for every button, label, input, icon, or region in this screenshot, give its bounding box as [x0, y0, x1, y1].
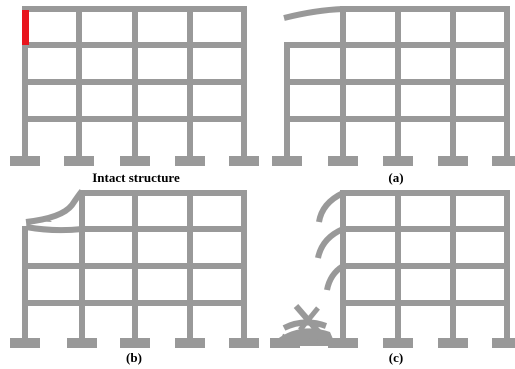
hanging-beam-3	[324, 263, 345, 291]
panel-intact	[10, 6, 259, 166]
panel-b	[10, 189, 259, 348]
caption-intact: Intact structure	[92, 170, 180, 185]
footings	[270, 338, 515, 348]
panel-c	[270, 190, 515, 348]
collapsed-beam-mid	[25, 224, 83, 234]
caption-b: (b)	[126, 350, 142, 365]
hanging-beam-2	[315, 226, 345, 259]
footings	[272, 156, 515, 166]
sagging-beam	[283, 6, 344, 21]
beams	[340, 190, 510, 306]
footings	[10, 338, 259, 348]
collapsed-beam-top	[25, 189, 85, 225]
beams	[284, 6, 510, 122]
beams	[22, 190, 247, 306]
beams	[22, 6, 247, 122]
footings	[10, 156, 259, 166]
removed-column-highlight	[22, 10, 29, 45]
caption-c: (c)	[389, 350, 403, 365]
panel-a	[272, 6, 515, 166]
hanging-beam-1	[316, 190, 345, 223]
caption-a: (a)	[388, 170, 403, 185]
debris	[32, 216, 52, 222]
